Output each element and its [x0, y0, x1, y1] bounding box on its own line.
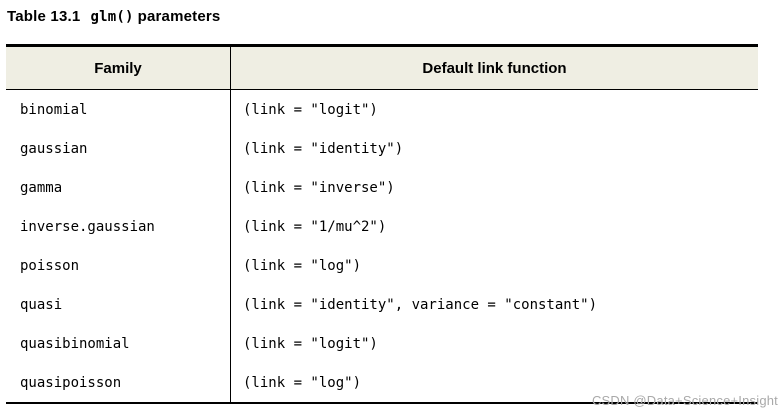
table-row: quasi (link = "identity", variance = "co…	[6, 285, 758, 324]
table-row: quasipoisson (link = "log")	[6, 363, 758, 402]
cell-link: (link = "logit")	[243, 101, 378, 118]
glm-parameters-table: Family Default link function binomial (l…	[6, 44, 758, 404]
table-row: quasibinomial (link = "logit")	[6, 324, 758, 363]
cell-family: poisson	[6, 246, 231, 285]
csdn-watermark: CSDN @Data+Science+Insight	[591, 393, 778, 408]
cell-link: (link = "logit")	[243, 335, 378, 352]
cell-link: (link = "identity")	[243, 140, 404, 157]
cell-family: quasi	[6, 285, 231, 324]
cell-family: quasipoisson	[6, 363, 231, 402]
table-row: inverse.gaussian (link = "1/mu^2")	[6, 207, 758, 246]
cell-family: inverse.gaussian	[6, 207, 231, 246]
cell-link: (link = "log")	[243, 374, 362, 391]
cell-family: quasibinomial	[6, 324, 231, 363]
cell-family: binomial	[6, 90, 231, 129]
table-caption: Table 13.1 glm()parameters	[7, 8, 220, 25]
table-caption-code: glm()	[90, 9, 134, 25]
table-caption-number: Table 13.1	[7, 8, 81, 25]
table-row: poisson (link = "log")	[6, 246, 758, 285]
table-row: gamma (link = "inverse")	[6, 168, 758, 207]
cell-link: (link = "1/mu^2")	[243, 218, 387, 235]
cell-link: (link = "identity", variance = "constant…	[243, 296, 598, 313]
column-header-family: Family	[6, 47, 231, 89]
cell-link: (link = "inverse")	[243, 179, 395, 196]
table-caption-text: parameters	[137, 8, 221, 25]
table-header-row: Family Default link function	[6, 47, 758, 90]
cell-family: gaussian	[6, 129, 231, 168]
table-row: gaussian (link = "identity")	[6, 129, 758, 168]
cell-link: (link = "log")	[243, 257, 362, 274]
cell-family: gamma	[6, 168, 231, 207]
column-header-default-link-function: Default link function	[422, 59, 567, 77]
table-row: binomial (link = "logit")	[6, 90, 758, 129]
